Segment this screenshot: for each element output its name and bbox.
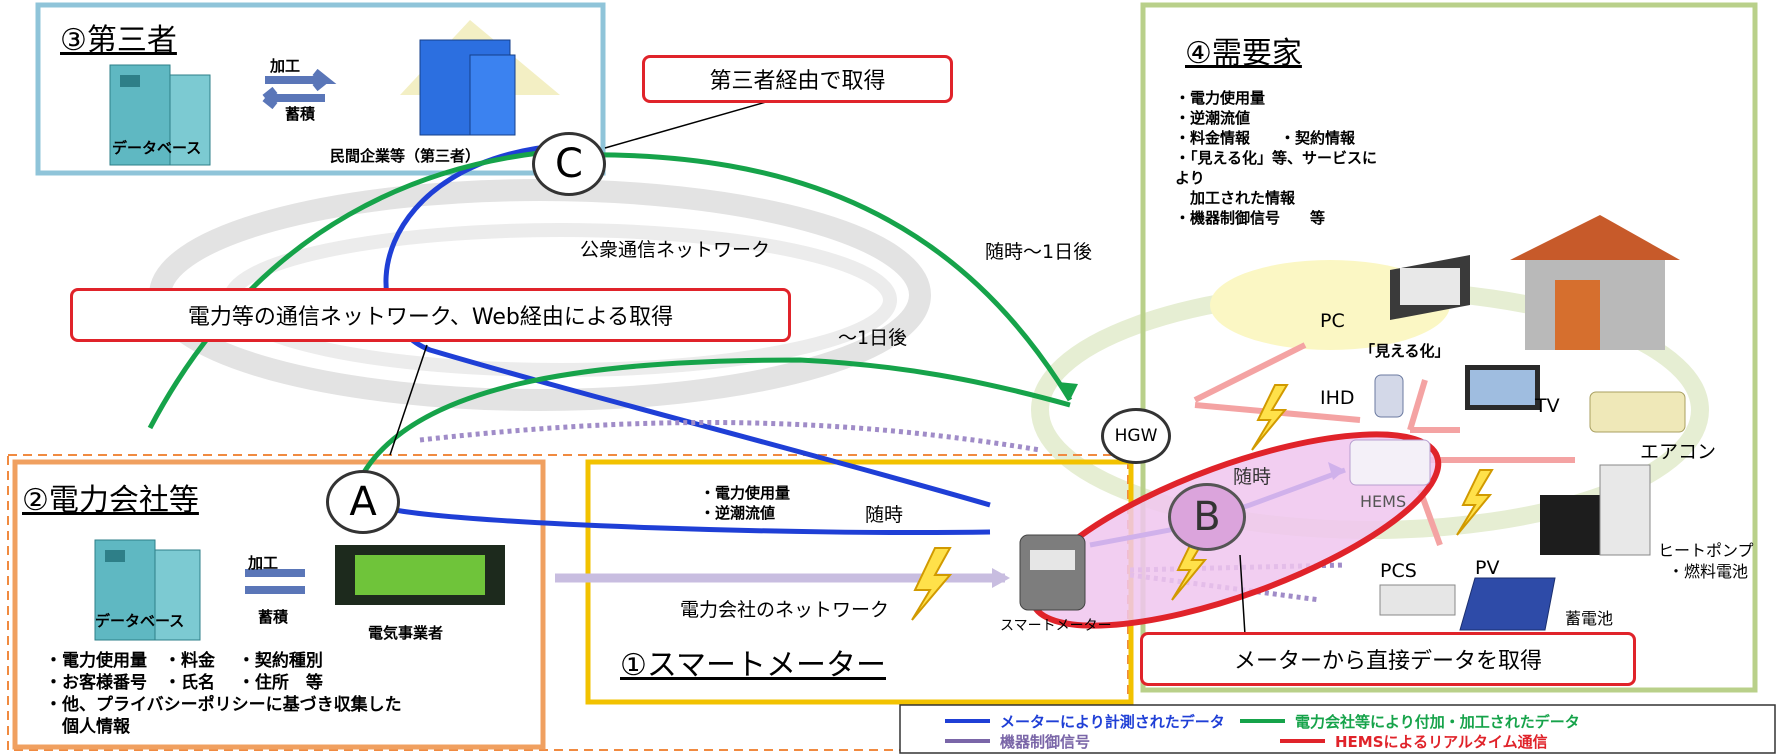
aircon-icon xyxy=(1589,391,1686,433)
pcs-icon xyxy=(1379,584,1456,616)
legend-measured-data: メーターにより計測されたデータ xyxy=(1000,713,1225,731)
third-party-title: ③第三者 xyxy=(60,23,177,58)
house-icon xyxy=(1510,215,1680,350)
power-item: ・電力使用量 ・料金 ・契約種別 xyxy=(45,651,323,671)
point-b-marker: B xyxy=(1168,483,1246,551)
tv-icon xyxy=(1465,365,1540,410)
within-1day-label: 〜1日後 xyxy=(838,327,908,349)
point-a-marker: A xyxy=(326,470,400,534)
heatpump-label: ヒートポンプ xyxy=(1658,541,1754,560)
pv-label: PV xyxy=(1475,557,1500,579)
power-store-label: 蓄積 xyxy=(258,608,289,626)
power-item: 個人情報 xyxy=(45,717,130,737)
meter-info-list: ・電力使用量 ・逆潮流値 xyxy=(700,483,790,523)
database-icon-bottom xyxy=(94,539,201,641)
meter-anytime-label: 随時 xyxy=(865,504,904,526)
consumer-item: ・「見える化」等、サービスに xyxy=(1175,149,1378,167)
callout-via-third-party: 第三者経由で取得 xyxy=(642,55,953,103)
office-building-icon xyxy=(400,20,560,136)
pv-panel-icon xyxy=(1459,577,1556,631)
hems-anytime-label: 随時 xyxy=(1233,466,1272,488)
third-party-box xyxy=(35,2,606,176)
aircon-label: エアコン xyxy=(1640,441,1717,463)
tv-label: TV xyxy=(1535,395,1560,417)
meter-item: ・電力使用量 xyxy=(700,484,791,502)
smart-meter-device-label: スマートメーター xyxy=(1000,618,1112,634)
consumer-item: ・料金情報 ・契約情報 xyxy=(1175,129,1356,147)
callout-via-network: 電力等の通信ネットワーク、Web経由による取得 xyxy=(70,288,791,342)
legend-control-signal: 機器制御信号 xyxy=(1000,733,1091,751)
smart-meter-device-icon xyxy=(1019,534,1086,611)
pcs-label: PCS xyxy=(1380,560,1417,582)
third-party-process-label: 加工 xyxy=(270,57,301,75)
power-info-list: ・電力使用量 ・料金 ・契約種別 ・お客様番号 ・氏名 ・住所 等 ・他、プライ… xyxy=(45,650,402,738)
power-item: ・他、プライバシーポリシーに基づき収集した xyxy=(45,695,402,715)
third-party-db-label: データベース xyxy=(112,139,202,157)
laptop-icon xyxy=(1390,255,1470,320)
third-party-company-label: 民間企業等（第三者） xyxy=(330,147,481,165)
hems-label: HEMS xyxy=(1360,492,1407,511)
wireless-lightning-icons xyxy=(911,384,1494,621)
process-arrows-top xyxy=(262,68,337,110)
battery-heatpump-icon xyxy=(1540,464,1651,556)
consumer-item: 加工された情報 xyxy=(1175,189,1296,207)
utility-network-label: 電力会社のネットワーク xyxy=(680,599,890,621)
consumer-info-list: ・電力使用量 ・逆潮流値 ・料金情報 ・契約情報 ・「見える化」等、サービスに … xyxy=(1175,88,1377,228)
hgw-marker: HGW xyxy=(1101,408,1171,464)
hems-device-icon xyxy=(1349,439,1431,486)
power-operator-label: 電気事業者 xyxy=(368,624,444,642)
power-item: ・お客様番号 ・氏名 ・住所 等 xyxy=(45,673,323,693)
process-arrows-bottom xyxy=(245,569,305,594)
consumer-item: ・逆潮流値 xyxy=(1175,109,1251,127)
point-c-marker: C xyxy=(532,132,606,196)
power-db-label: データベース xyxy=(95,612,185,630)
legend-box xyxy=(899,704,1776,754)
mieru-label: 「見える化」 xyxy=(1360,342,1450,360)
battery-label: 蓄電池 xyxy=(1565,609,1614,628)
legend-processed-data: 電力会社等により付加・加工されたデータ xyxy=(1295,713,1580,731)
fuelcell-label: ・燃料電池 xyxy=(1668,562,1749,581)
anytime-to-1day-label: 随時〜1日後 xyxy=(985,241,1093,263)
public-network-label: 公衆通信ネットワーク xyxy=(580,239,771,261)
callout-direct-from-meter: メーターから直接データを取得 xyxy=(1140,632,1636,686)
database-icon-top xyxy=(109,64,211,166)
legend-hems-realtime: HEMSによるリアルタイム通信 xyxy=(1335,733,1548,751)
consumer-box xyxy=(1140,2,1758,693)
power-company-box xyxy=(12,459,546,750)
consumer-title: ④需要家 xyxy=(1185,36,1302,71)
power-process-label: 加工 xyxy=(248,554,279,572)
smart-meter-title: ①スマートメーター xyxy=(620,648,886,683)
consumer-item: ・機器制御信号 等 xyxy=(1175,209,1326,227)
power-building-icon xyxy=(335,545,505,605)
ihd-label: IHD xyxy=(1320,387,1355,409)
third-party-store-label: 蓄積 xyxy=(285,105,316,123)
meter-item: ・逆潮流値 xyxy=(700,504,776,522)
ihd-icon xyxy=(1374,374,1404,418)
consumer-item: より xyxy=(1175,169,1205,187)
power-company-title: ②電力会社等 xyxy=(22,483,199,518)
pc-label: PC xyxy=(1320,310,1345,332)
consumer-item: ・電力使用量 xyxy=(1175,89,1266,107)
